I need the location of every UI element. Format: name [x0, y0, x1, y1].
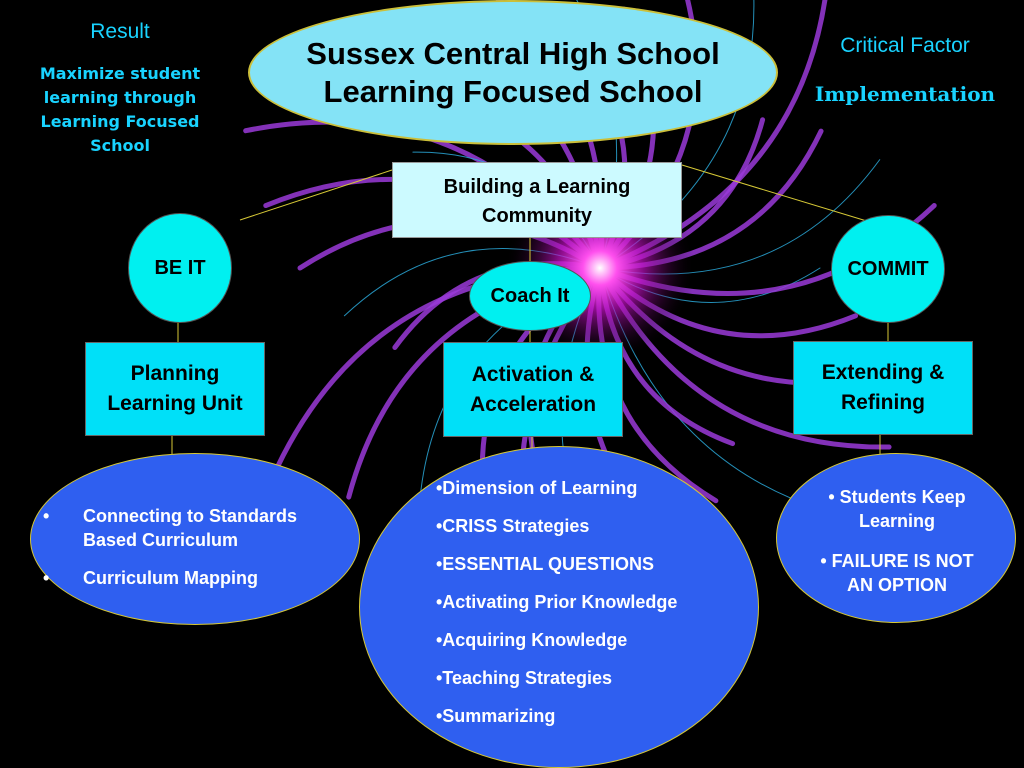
- critical-factor-heading: Critical Factor: [840, 34, 970, 57]
- main-title-ellipse: Sussex Central High School Learning Focu…: [248, 0, 778, 145]
- planning-line-1: Planning: [130, 362, 220, 385]
- planning-details-list: Connecting to Standards Based Curriculum…: [31, 504, 339, 590]
- list-item: •Teaching Strategies: [436, 668, 613, 688]
- extending-box: Extending & Refining: [793, 341, 973, 435]
- be-it-label: BE IT: [154, 256, 206, 279]
- extending-details-list: • Students Keep Learning • FAILURE IS NO…: [807, 485, 987, 597]
- planning-line-2: Learning Unit: [107, 392, 243, 415]
- result-description: Maximize student learning through Learni…: [39, 64, 201, 155]
- list-item: • Students Keep Learning: [828, 487, 966, 531]
- activation-details-list: •Dimension of Learning •CRISS Strategies…: [436, 477, 758, 727]
- be-it-circle: BE IT: [128, 213, 232, 323]
- main-title-line-1: Sussex Central High School: [306, 35, 720, 71]
- commit-circle: COMMIT: [831, 215, 945, 323]
- activation-details-ellipse: •Dimension of Learning •CRISS Strategies…: [359, 446, 759, 768]
- result-heading: Result: [90, 20, 150, 43]
- list-item: •ESSENTIAL QUESTIONS: [436, 554, 655, 574]
- list-item: •Summarizing: [436, 706, 556, 726]
- coach-it-label: Coach It: [490, 284, 570, 307]
- building-line-1: Building a Learning: [443, 176, 631, 198]
- activation-line-1: Activation &: [471, 362, 595, 386]
- commit-label: COMMIT: [847, 257, 929, 280]
- main-title-line-2: Learning Focused School: [323, 73, 703, 109]
- planning-details-ellipse: Connecting to Standards Based Curriculum…: [30, 453, 360, 625]
- building-line-2: Community: [482, 205, 592, 227]
- list-item: Connecting to Standards Based Curriculum: [31, 504, 339, 552]
- list-item: Curriculum Mapping: [31, 566, 339, 590]
- list-item: •CRISS Strategies: [436, 516, 590, 536]
- activation-box: Activation & Acceleration: [443, 342, 623, 437]
- activation-line-2: Acceleration: [469, 392, 597, 416]
- main-title: Sussex Central High School Learning Focu…: [306, 35, 719, 111]
- extending-line-1: Extending &: [821, 361, 945, 384]
- list-item: • FAILURE IS NOT AN OPTION: [820, 551, 974, 595]
- extending-details-ellipse: • Students Keep Learning • FAILURE IS NO…: [776, 453, 1016, 623]
- list-item: •Activating Prior Knowledge: [436, 592, 678, 612]
- building-community-box: Building a Learning Community: [392, 162, 682, 238]
- extending-line-2: Refining: [840, 391, 925, 414]
- coach-it-circle: Coach It: [469, 261, 591, 331]
- critical-factor-value: Implementation: [814, 82, 996, 106]
- list-item: •Acquiring Knowledge: [436, 630, 628, 650]
- list-item: •Dimension of Learning: [436, 478, 638, 498]
